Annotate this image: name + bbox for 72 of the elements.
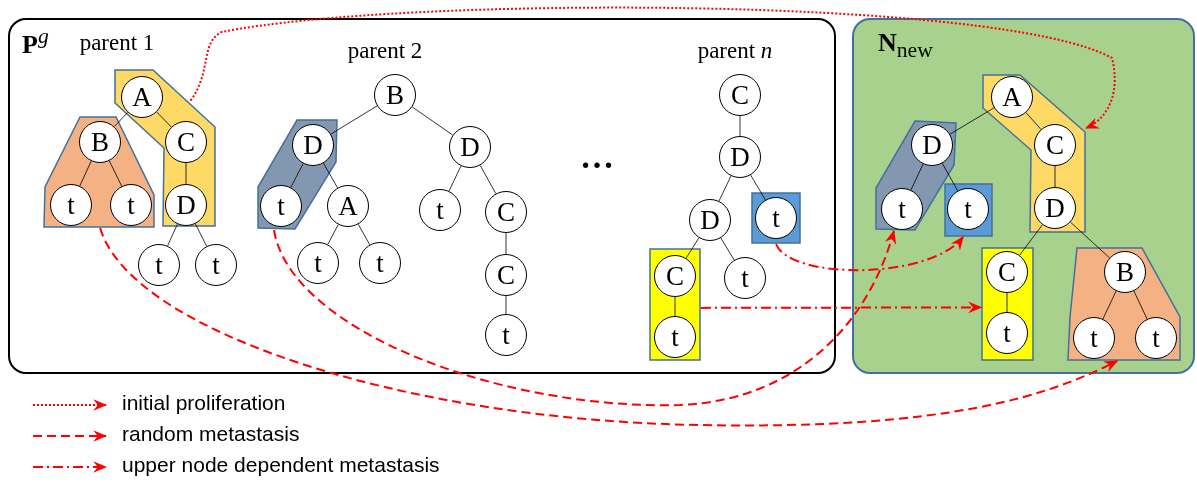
tree-edge-line xyxy=(1019,224,1043,256)
tree-edge-line xyxy=(1006,292,1008,313)
tree-edge-line xyxy=(108,160,123,187)
tree-edge-line xyxy=(739,115,741,137)
group-panel xyxy=(8,18,836,374)
tree-node: t xyxy=(195,244,237,286)
tree-edge-line xyxy=(674,296,676,317)
tree-node: D xyxy=(449,126,491,168)
tree-edge-line xyxy=(949,107,995,135)
tree-node: t xyxy=(724,257,766,299)
highlight-polygon xyxy=(982,74,1086,233)
ellipsis: … xyxy=(580,138,614,176)
tree-edge-line xyxy=(505,232,507,255)
tree-edge-line xyxy=(323,162,338,189)
highlight-polygon xyxy=(1067,247,1181,361)
tree-edge-line xyxy=(327,224,339,245)
tree-edge-line xyxy=(113,112,129,127)
tree-edge-line xyxy=(941,162,959,192)
tree-edge-line xyxy=(1054,165,1056,188)
highlight-polygon xyxy=(875,120,957,231)
legend-label: random metastasis xyxy=(122,422,300,446)
tree-edge-line xyxy=(330,105,378,135)
tree-caption: parent 1 xyxy=(79,30,155,56)
highlight-rectangle xyxy=(944,183,993,237)
tree-edge-line xyxy=(1025,112,1042,130)
tree-edge-line xyxy=(185,162,187,185)
tree-caption: parent n xyxy=(697,38,773,64)
tree-edge-line xyxy=(479,165,497,194)
tree-edge-line xyxy=(156,111,172,128)
tree-edge-line xyxy=(167,223,178,247)
arrow xyxy=(273,229,896,406)
tree-caption: parent 2 xyxy=(347,38,423,64)
tree-node: D xyxy=(719,136,761,178)
panel-title: P$^{g}$ xyxy=(22,24,49,60)
arrow xyxy=(99,227,1119,427)
highlight-polygon xyxy=(43,116,155,228)
tree-node: t xyxy=(297,242,339,284)
tree-edge-line xyxy=(357,223,371,246)
arrow xyxy=(189,6,1116,130)
tree-node: t xyxy=(138,244,180,286)
tree-edge-line xyxy=(750,174,766,201)
tree-edge-line xyxy=(448,165,462,192)
group-panel xyxy=(852,18,1195,374)
tree-edge-line xyxy=(79,160,92,187)
tree-edge-line xyxy=(720,237,735,261)
tree-node: C xyxy=(719,74,761,116)
tree-node: t xyxy=(485,314,527,356)
tree-node: t xyxy=(359,242,401,284)
tree-node: B xyxy=(374,74,416,116)
tree-edge-line xyxy=(910,163,924,191)
tree-edge-line xyxy=(1133,290,1148,320)
arrow xyxy=(700,301,983,314)
arrow xyxy=(775,236,965,272)
tree-edge-line xyxy=(1070,221,1110,259)
tree-edge-line xyxy=(718,175,732,202)
tree-node: C xyxy=(485,191,527,233)
legend-label: initial proliferation xyxy=(122,391,286,415)
highlight-rectangle xyxy=(981,247,1034,361)
tree-edge-line xyxy=(505,295,507,315)
tree-edge-line xyxy=(195,223,207,247)
tree-edge-line xyxy=(290,163,304,188)
tree-edge-line xyxy=(411,106,454,136)
legend-label: upper node dependent metastasis xyxy=(122,453,440,477)
tree-edge-line xyxy=(685,237,700,259)
tree-node: D xyxy=(689,199,731,241)
highlight-rectangle xyxy=(649,248,701,361)
tree-edge-line xyxy=(1102,290,1117,320)
tree-node: t xyxy=(419,189,461,231)
highlight-polygon xyxy=(257,119,338,230)
tree-node: C xyxy=(485,254,527,296)
tree-node: A xyxy=(327,185,369,227)
panel-title: N$_{new}$ xyxy=(878,28,933,64)
